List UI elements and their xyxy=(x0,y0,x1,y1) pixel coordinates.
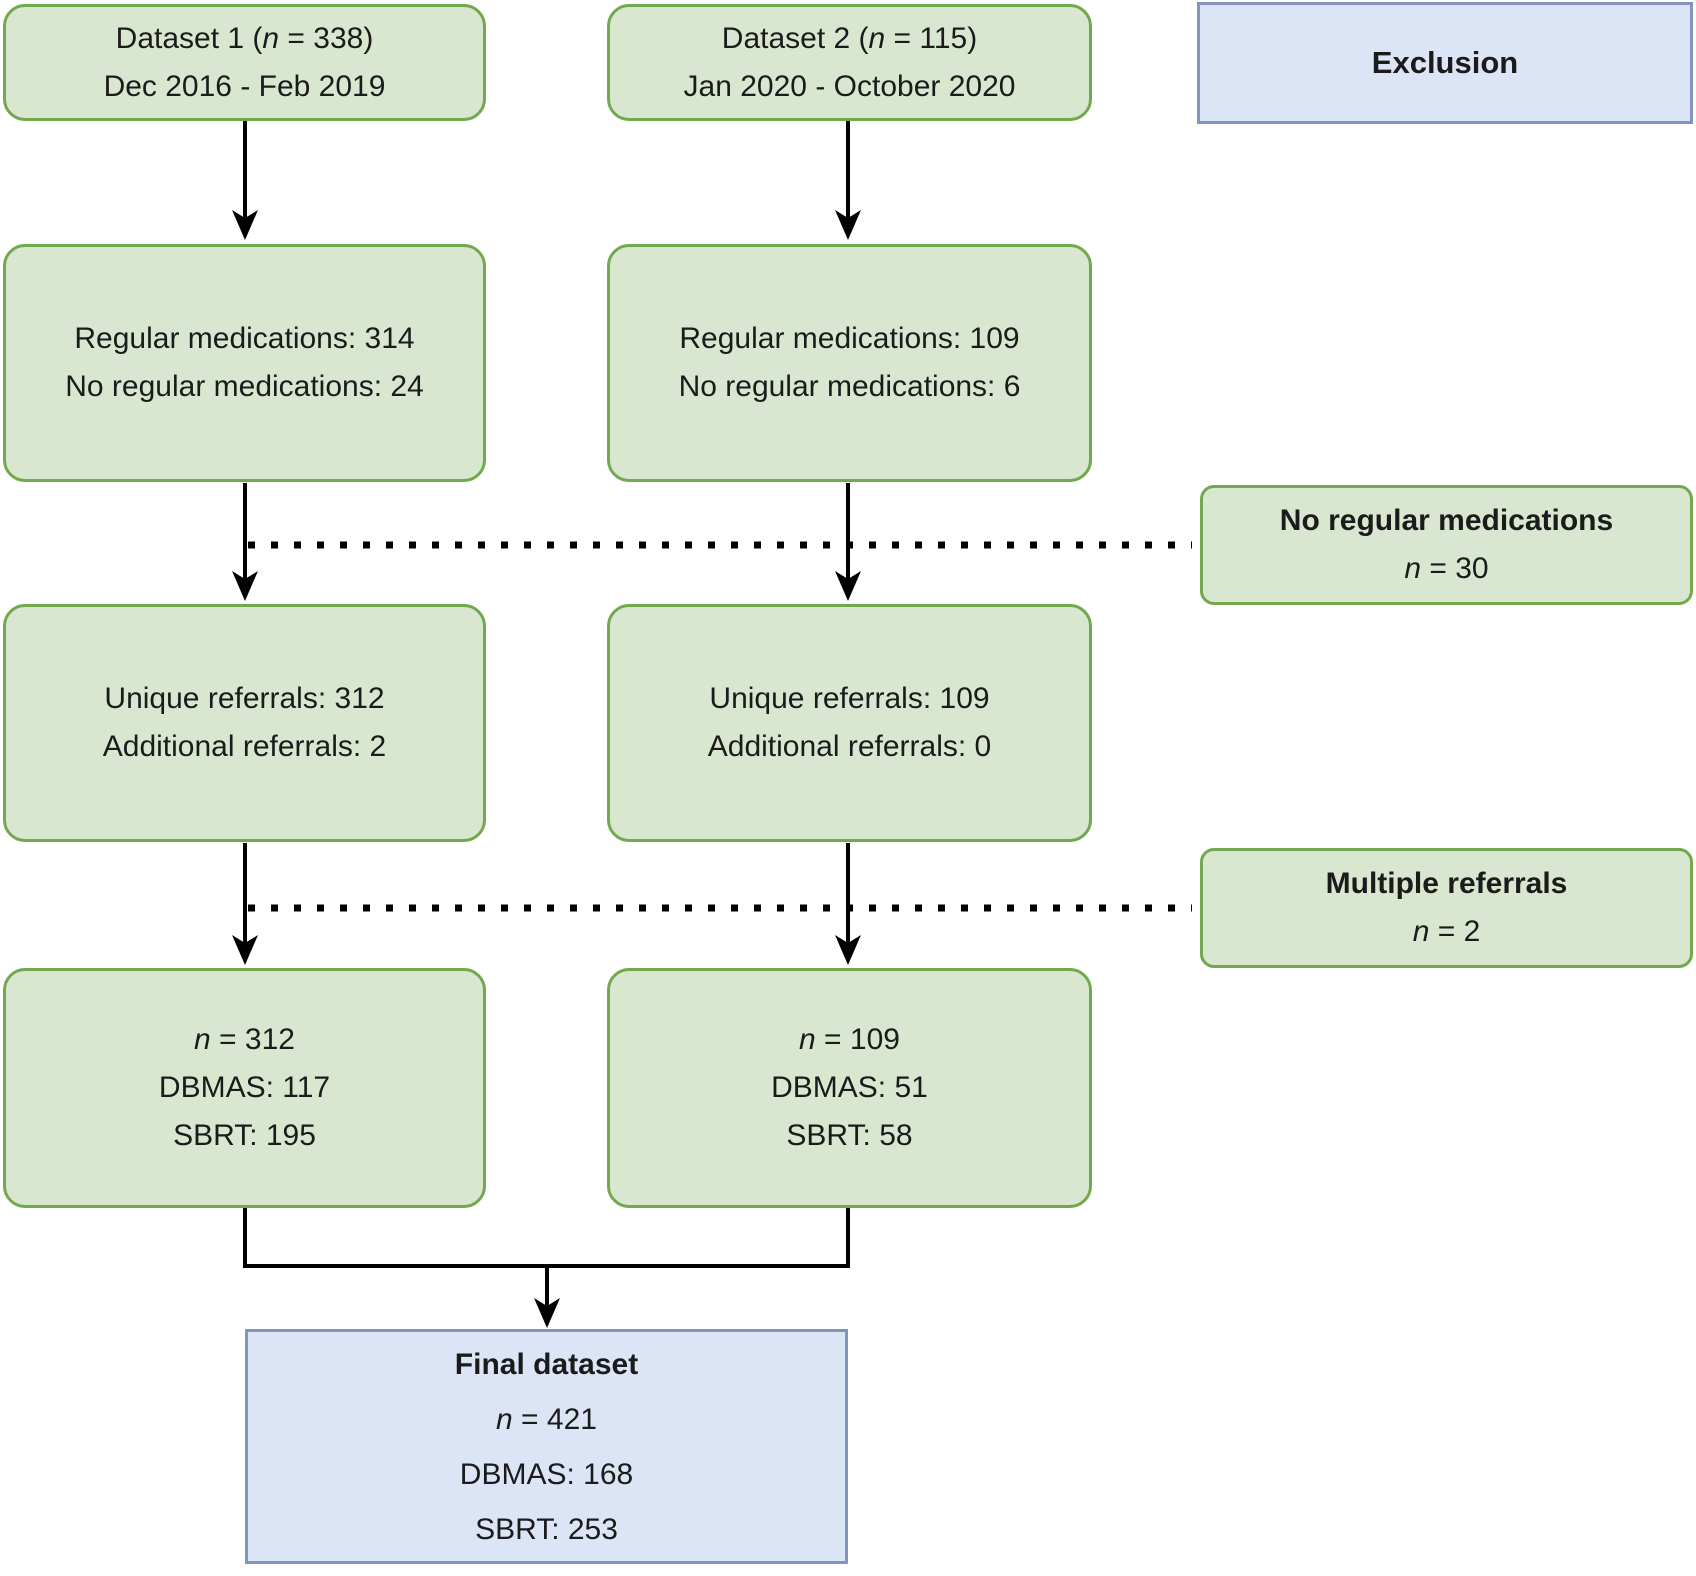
arrow-dataset1-header-to-medications xyxy=(232,121,258,240)
box-dataset2-header: Dataset 2 (n = 115)Jan 2020 - October 20… xyxy=(607,4,1092,121)
arrow-dataset1-referrals-to-totals xyxy=(232,843,258,965)
arrow-dataset2-referrals-to-totals xyxy=(835,843,861,965)
box-exclusion-header: Exclusion xyxy=(1197,2,1693,124)
arrow-merge-to-final-dataset xyxy=(534,1266,560,1328)
box-dataset1-header: Dataset 1 (n = 338)Dec 2016 - Feb 2019 xyxy=(3,4,486,121)
arrow-dataset1-medications-to-referrals xyxy=(232,483,258,601)
merge-connector xyxy=(243,1208,850,1268)
arrow-dataset2-medications-to-referrals xyxy=(835,483,861,601)
arrow-dataset2-header-to-medications xyxy=(835,121,861,240)
